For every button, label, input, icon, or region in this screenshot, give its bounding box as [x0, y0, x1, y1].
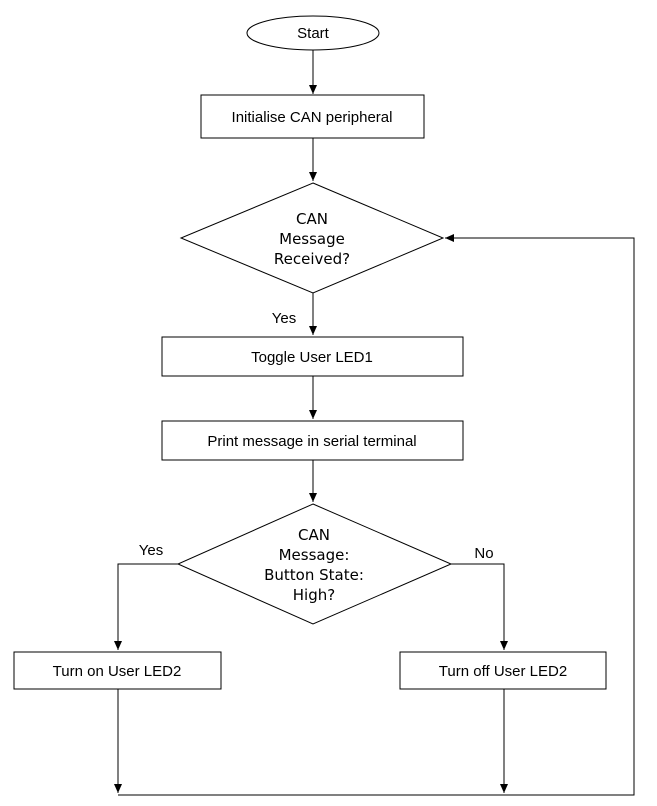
toggle-led1-box: [161, 336, 464, 377]
decision2-line1: CAN: [298, 526, 330, 544]
init-process-box: [200, 94, 425, 139]
print-label: Print message in serial terminal: [207, 433, 416, 450]
decision2-line3: Button State:: [264, 566, 364, 584]
decision2-line2: Message:: [279, 546, 350, 564]
turn-on-led2-box: [13, 651, 222, 690]
decision-button-state: [176, 503, 453, 625]
decision1-line2: Message: [279, 230, 345, 248]
no-label-2: No: [474, 545, 493, 562]
connector-loop-back: [118, 234, 635, 796]
toggle-label: Toggle User LED1: [251, 349, 373, 366]
decision1-line3: Received?: [274, 250, 350, 268]
start-label: Start: [297, 25, 330, 42]
turn-off-label: Turn off User LED2: [439, 663, 567, 680]
connector-decision2-yes: [114, 563, 178, 650]
init-label: Initialise CAN peripheral: [232, 109, 393, 126]
turn-off-led2-box: [399, 651, 607, 690]
decision2-line4: High?: [293, 586, 335, 604]
turn-on-label: Turn on User LED2: [53, 663, 182, 680]
connector-decision2-no: [451, 563, 508, 650]
yes-label-1: Yes: [272, 310, 296, 327]
yes-label-2: Yes: [139, 542, 163, 559]
decision1-line1: CAN: [296, 210, 328, 228]
